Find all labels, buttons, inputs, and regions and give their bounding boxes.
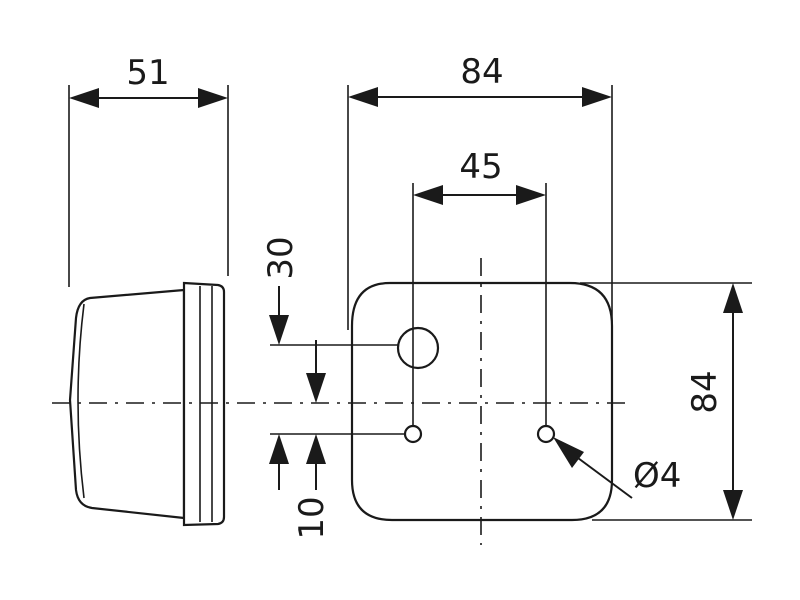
front-height-label: 84 bbox=[685, 370, 725, 413]
extension-lines bbox=[68, 85, 752, 521]
side-view bbox=[68, 281, 226, 527]
hole-diameter-callout: Ø4 bbox=[553, 437, 681, 499]
front-view bbox=[350, 281, 614, 522]
dimension-hole-spacing: 45 bbox=[413, 147, 546, 205]
lower-offset-label: 10 bbox=[292, 496, 332, 539]
front-view-outline bbox=[350, 281, 614, 522]
dimension-upper-offset: 30 bbox=[261, 236, 326, 403]
front-width-label: 84 bbox=[460, 52, 503, 92]
side-view-lens-curve bbox=[77, 303, 85, 499]
hole-spacing-label: 45 bbox=[459, 147, 502, 187]
mounting-hole-left bbox=[403, 424, 423, 444]
upper-offset-label: 30 bbox=[261, 236, 301, 279]
dimension-front-height: 84 bbox=[685, 283, 743, 520]
dimension-side-depth: 51 bbox=[69, 53, 228, 108]
side-depth-label: 51 bbox=[126, 53, 169, 93]
dimension-lower-offset: 10 bbox=[269, 434, 332, 540]
mounting-hole-right bbox=[536, 424, 556, 444]
side-view-flange bbox=[182, 281, 226, 527]
dimension-front-width: 84 bbox=[348, 52, 612, 107]
hole-diameter-label: Ø4 bbox=[633, 456, 681, 496]
side-view-housing bbox=[68, 288, 186, 520]
cable-entry-hole bbox=[396, 326, 440, 370]
